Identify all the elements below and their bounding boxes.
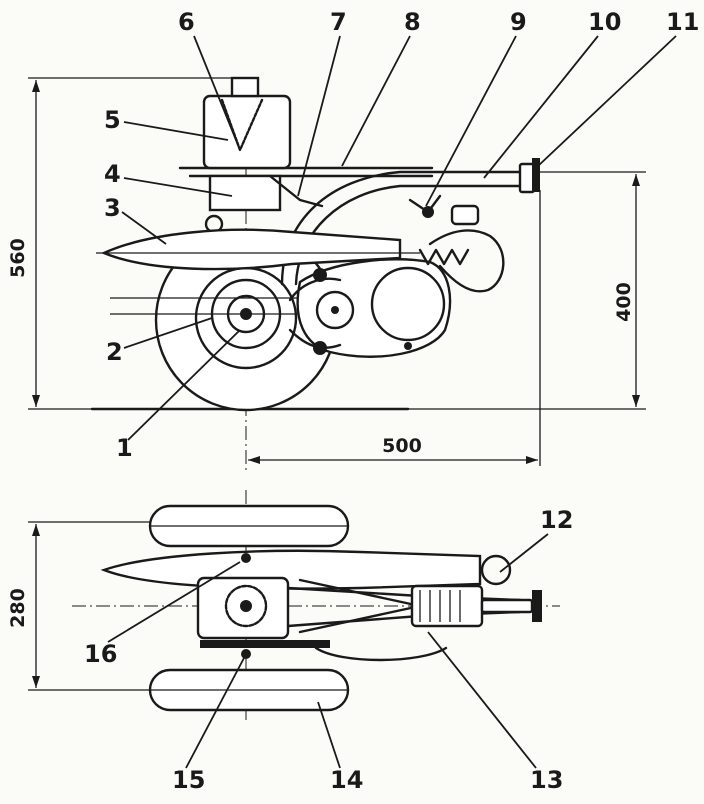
callout-5: 5 [104, 106, 121, 134]
dim-label-400: 400 [613, 282, 635, 322]
top-view: 12 13 14 15 16 280 [7, 490, 573, 794]
leader-8 [341, 35, 411, 167]
leader-11 [537, 35, 677, 167]
callout-11: 11 [666, 8, 699, 36]
leader-13 [427, 631, 537, 769]
exhaust-tube [100, 228, 402, 271]
leader-3 [121, 211, 167, 245]
drive-pulley [315, 290, 355, 330]
callout-12: 12 [540, 506, 573, 534]
chain-guard [200, 640, 330, 648]
handle-bar-lower [286, 610, 522, 628]
leader-9 [425, 35, 517, 207]
leader-15 [185, 657, 245, 769]
callout-4: 4 [104, 160, 121, 188]
leader-4 [123, 177, 233, 197]
handle-bar-upper [286, 586, 522, 602]
dim-label-560: 560 [7, 238, 29, 278]
leader-6 [193, 35, 241, 151]
leader-12 [499, 533, 549, 573]
callout-10: 10 [588, 8, 621, 36]
cylinder-top [480, 554, 512, 586]
cylinder-head [428, 229, 505, 293]
engine-block-top [410, 584, 484, 628]
callout-1: 1 [116, 434, 133, 462]
fastener-15 [241, 649, 251, 659]
flywheel [370, 266, 446, 342]
handle-top [480, 598, 534, 614]
spark-plug [450, 204, 480, 226]
callout-8: 8 [404, 8, 421, 36]
axle-top [240, 600, 252, 612]
mount-bolt [422, 206, 434, 218]
leader-16 [107, 561, 241, 643]
fuel-cap [230, 76, 260, 98]
callout-9: 9 [510, 8, 527, 36]
exhaust-tube-top [100, 549, 482, 590]
handle-top-cap [532, 590, 542, 622]
carburettor [208, 174, 282, 212]
hub-top [224, 584, 268, 628]
bracket [268, 174, 324, 208]
leader-14 [317, 701, 341, 769]
callout-2: 2 [106, 338, 123, 366]
drive-shaft [331, 306, 339, 314]
side-view: 1 2 3 4 5 6 7 8 9 10 11 560 400 [7, 8, 699, 470]
handle-brace-a [298, 578, 422, 608]
belt-upper [288, 277, 342, 302]
housing-outline-top [314, 646, 448, 662]
fastener-16 [241, 553, 251, 563]
dim-label-280: 280 [7, 588, 29, 628]
callout-13: 13 [530, 766, 563, 794]
handle-end-cap [532, 158, 540, 192]
callout-6: 6 [178, 8, 195, 36]
callout-3: 3 [104, 194, 121, 222]
callout-14: 14 [330, 766, 363, 794]
leader-5 [123, 121, 229, 141]
bolt-small [404, 342, 412, 350]
handle-grip [518, 162, 536, 194]
handle-brace-b [298, 604, 422, 634]
dim-label-500: 500 [382, 435, 422, 457]
spring [418, 248, 470, 266]
callout-15: 15 [172, 766, 205, 794]
leader-1 [127, 329, 241, 441]
leader-2 [123, 317, 213, 349]
callout-7: 7 [330, 8, 347, 36]
callout-16: 16 [84, 640, 117, 668]
leader-7 [297, 35, 341, 197]
belt-lower [288, 328, 342, 349]
leader-10 [483, 35, 599, 179]
